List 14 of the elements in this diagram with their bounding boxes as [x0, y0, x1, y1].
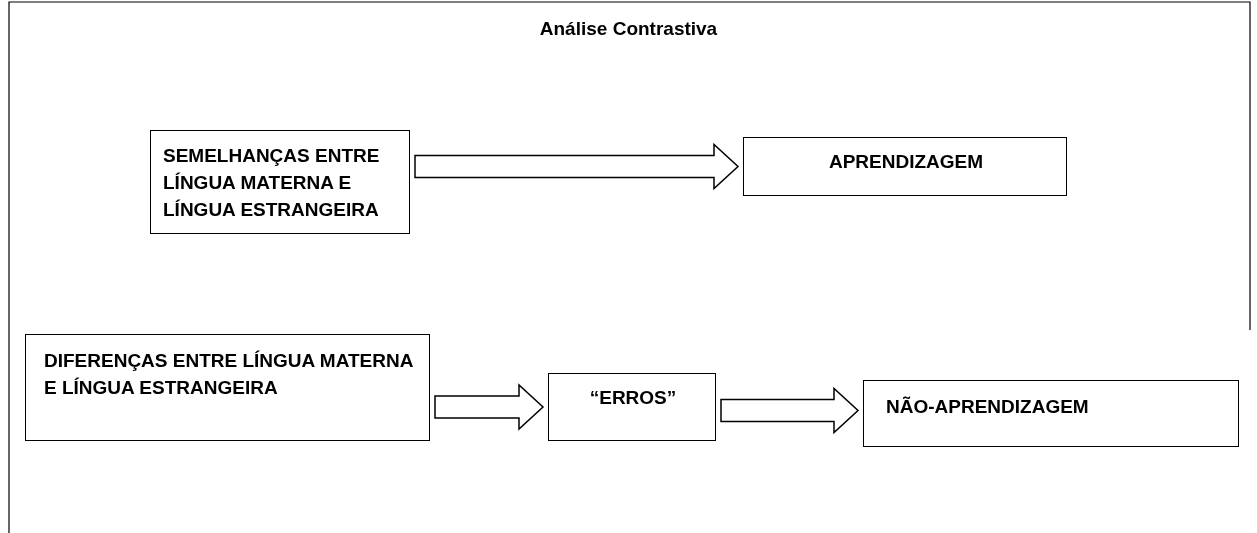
process-box [863, 380, 1239, 447]
block-arrow [414, 142, 740, 191]
block-arrow [434, 383, 545, 431]
block-arrow [720, 386, 860, 435]
box-label: “ERROS” [588, 386, 678, 410]
process-box [548, 373, 716, 441]
box-label: NÃO-APRENDIZAGEM [886, 395, 1090, 419]
diagram-title: Análise Contrastiva [538, 18, 719, 40]
process-box [743, 137, 1067, 196]
box-label: DIFERENÇAS ENTRE LÍNGUA MATERNA E LÍNGUA ESTRANGEIRA [44, 349, 414, 400]
box-label: SEMELHANÇAS ENTRE LÍNGUA MATERNA E LÍNGUA ESTRANGEIRA [163, 144, 381, 222]
box-label: APRENDIZAGEM [827, 150, 985, 174]
process-box [25, 334, 430, 441]
process-box [150, 130, 410, 234]
